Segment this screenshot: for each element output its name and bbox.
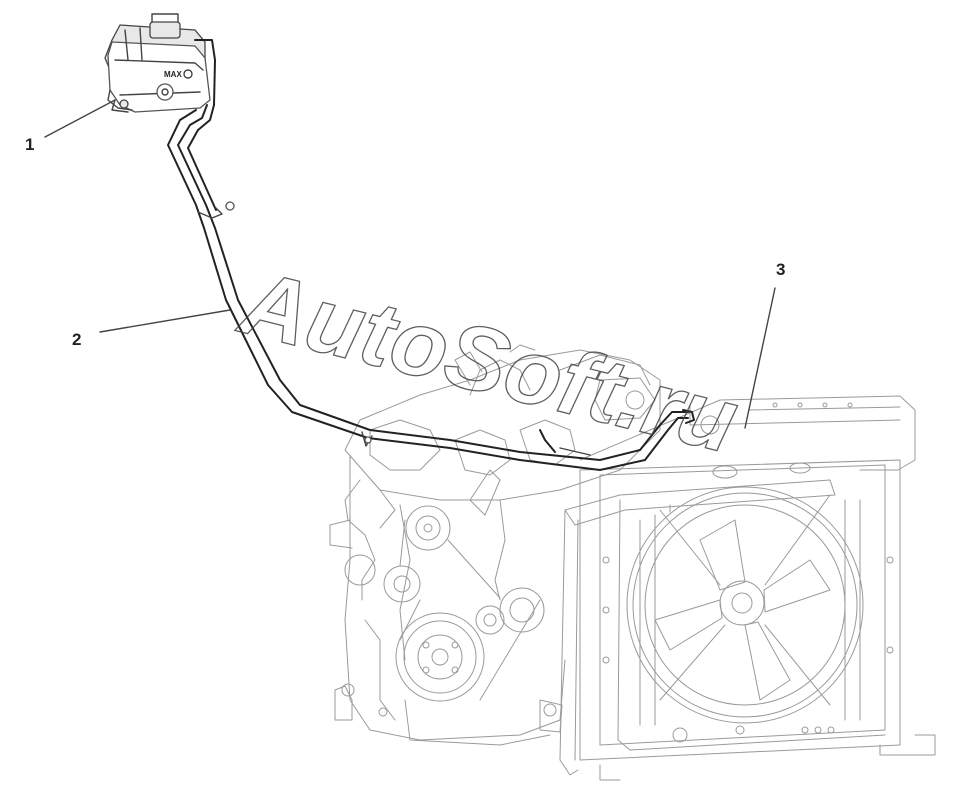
radiator-assembly	[559, 395, 936, 781]
callout-1: 1	[25, 99, 116, 154]
coolant-pipe	[167, 104, 695, 471]
callout-3: 3	[744, 260, 785, 429]
callout-3-label: 3	[776, 260, 785, 279]
callout-2: 2	[72, 309, 231, 349]
expansion-tank: MAX	[104, 13, 216, 113]
watermark-text: AutoSoft.ru	[230, 251, 747, 473]
tank-max-marking: MAX	[164, 70, 182, 79]
callout-1-label: 1	[25, 135, 34, 154]
engine-block	[329, 344, 661, 746]
callout-2-label: 2	[72, 330, 81, 349]
